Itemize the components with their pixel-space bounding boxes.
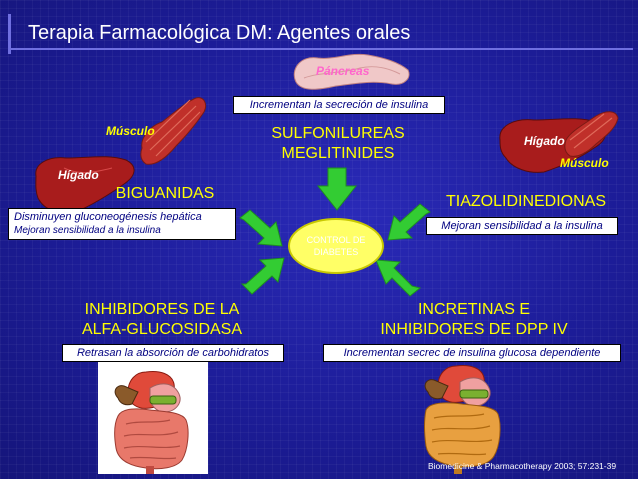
center-oval: CONTROL DE DIABETES [288, 218, 384, 274]
organ-label-left-muscle: Músculo [106, 124, 155, 138]
organ-label-left-liver: Hígado [58, 168, 99, 182]
heading-alpha-glucosidase-line2: ALFA-GLUCOSIDASA [81, 321, 243, 338]
left-muscle-illustration [140, 97, 207, 165]
heading-incretins-line2: INHIBIDORES DE DPP IV [380, 321, 568, 338]
organ-label-right-liver: Hígado [524, 134, 565, 148]
bottom-left-effect-box: Retrasan la absorción de carbohidratos [62, 344, 284, 362]
title-accent-bar [8, 14, 11, 54]
heading-biguanides: BIGUANIDAS [115, 185, 215, 202]
organ-label-pancreas: Páncreas [316, 64, 370, 78]
heading-sulfonylureas-line1: SULFONILUREAS [271, 125, 405, 142]
digestive-tract-right-illustration [424, 365, 501, 474]
left-liver-illustration [35, 156, 135, 214]
arrow-left [239, 209, 283, 247]
bottom-right-effect-box: Incrementan secrec de insulina glucosa d… [323, 344, 621, 362]
source-citation: Biomedicine & Pharmacotherapy 2003; 57:2… [428, 461, 617, 471]
arrow-top [316, 167, 358, 211]
heading-thiazolidinediones: TIAZOLIDINEDIONAS [445, 193, 607, 210]
center-label: CONTROL DE DIABETES [306, 235, 366, 257]
heading-alpha-glucosidase: INHIBIDORES DE LA ALFA-GLUCOSIDASA [62, 300, 262, 340]
left-effect-line1: Disminuyen gluconeogénesis hepática [14, 211, 202, 223]
title-underline [8, 48, 633, 50]
heading-incretins-line1: INCRETINAS E [417, 301, 530, 318]
heading-incretins: INCRETINAS E INHIBIDORES DE DPP IV [366, 300, 582, 340]
arrow-right [387, 203, 431, 241]
slide-title: Terapia Farmacológica DM: Agentes orales [28, 22, 411, 44]
organ-label-right-muscle: Músculo [560, 156, 609, 170]
heading-sulfonylureas: SULFONILUREAS MEGLITINIDES [248, 124, 428, 164]
pancreas-illustration [293, 53, 410, 90]
arrow-bottom-right [375, 259, 422, 297]
left-effect-line2: Mejoran sensibilidad a la insulina [14, 225, 161, 236]
right-muscle-illustration [564, 111, 619, 157]
arrows [239, 167, 431, 297]
top-effect-box: Incrementan la secreción de insulina [233, 96, 445, 114]
arrow-bottom-left [240, 257, 285, 295]
right-effect-box: Mejoran sensibilidad a la insulina [426, 217, 618, 235]
heading-alpha-glucosidase-line1: INHIBIDORES DE LA [84, 301, 240, 318]
left-effect-box: Disminuyen gluconeogénesis hepática Mejo… [8, 208, 236, 240]
heading-meglitinides-line2: MEGLITINIDES [281, 145, 395, 162]
digestive-tract-left-illustration [98, 362, 208, 474]
